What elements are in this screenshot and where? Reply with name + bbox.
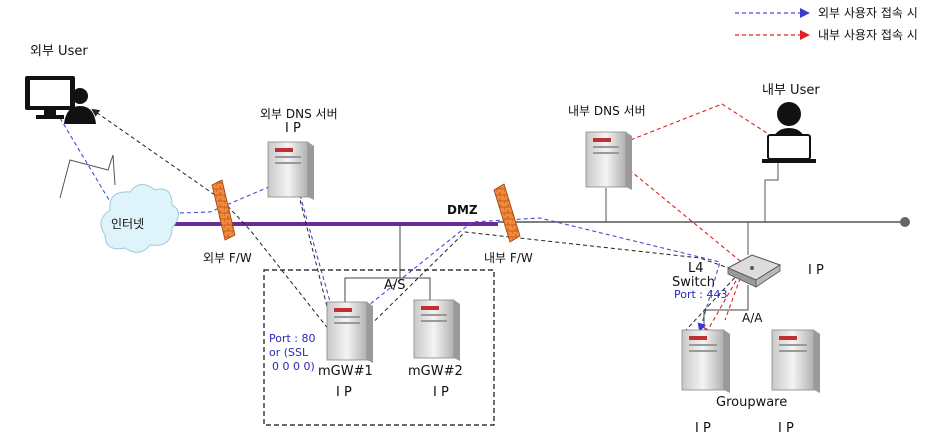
cloud-icon [100, 184, 179, 253]
as-link-line [344, 277, 431, 305]
server-icon [585, 131, 632, 190]
backbone-end-node [900, 217, 910, 227]
dmz-label: DMZ [447, 203, 478, 217]
l4-port-label: Port : 443 [674, 288, 728, 301]
server-icon [771, 329, 820, 393]
internet-label: 인터넷 [111, 217, 144, 231]
mgw-port-line-3: 0 0 0 0) [272, 360, 315, 373]
legend-internal-arrow [800, 30, 810, 40]
mgw2-label: mGW#2 [408, 364, 463, 379]
legend: 외부 사용자 접속 시 내부 사용자 접속 시 [735, 6, 918, 42]
as-label: A/S [384, 278, 406, 293]
legend-external-label: 외부 사용자 접속 시 [818, 6, 918, 20]
l4-switch-label-2: Switch [672, 275, 715, 290]
external-user-label: 외부 User [30, 44, 88, 59]
external-fw-label: 외부 F/W [203, 251, 252, 265]
aa-link-line [703, 285, 749, 328]
l4-switch-label-1: L4 [688, 261, 704, 276]
aa-label: A/A [742, 311, 763, 325]
external-dns-label: 외부 DNS 서버 [260, 107, 338, 121]
mgw-port-line-2: or (SSL [269, 346, 309, 359]
dns-response-line [294, 179, 339, 351]
internal-dns-label: 내부 DNS 서버 [568, 104, 646, 118]
internal-user-drop [764, 160, 779, 222]
response-path-right [344, 231, 741, 351]
server-icon [681, 329, 730, 393]
external-user-link [59, 154, 116, 199]
internal-fw-label: 내부 F/W [484, 251, 533, 265]
server-icon [413, 299, 460, 361]
l4-ip-label: I P [808, 263, 824, 278]
mgw-cluster-box [263, 269, 495, 426]
firewall-icon [493, 183, 521, 243]
mgw2-ip: I P [433, 385, 449, 400]
user-laptop-icon [762, 102, 816, 163]
server-icon [267, 141, 314, 200]
legend-internal-label: 내부 사용자 접속 시 [818, 28, 918, 42]
legend-external-arrow [800, 8, 810, 18]
mgw1-label: mGW#1 [318, 364, 373, 379]
switch-icon [726, 254, 782, 288]
gw2-ip: I P [778, 421, 794, 436]
gw1-ip: I P [695, 421, 711, 436]
monitor-user-icon [25, 76, 96, 124]
internal-user-label: 내부 User [762, 83, 820, 98]
external-dns-ip: I P [285, 121, 301, 136]
firewall-icon [211, 179, 236, 241]
external-access-path [59, 117, 721, 333]
server-icon [326, 301, 373, 363]
mgw-port-line-1: Port : 80 [269, 332, 316, 345]
mgw1-ip: I P [336, 385, 352, 400]
groupware-label: Groupware [716, 395, 787, 410]
